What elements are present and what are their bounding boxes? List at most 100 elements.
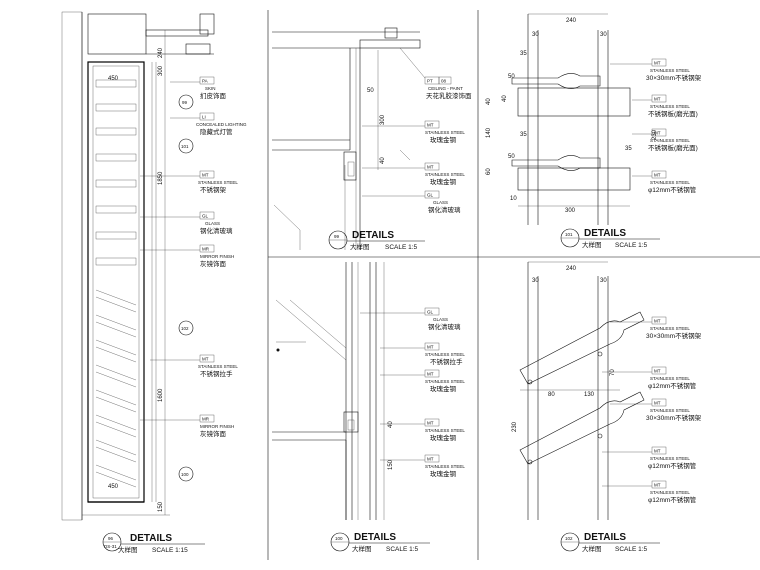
svg-text:MT: MT — [654, 173, 661, 178]
svg-text:150: 150 — [388, 459, 394, 470]
svg-text:天花乳胶漆饰面: 天花乳胶漆饰面 — [426, 91, 472, 100]
svg-text:PA: PA — [202, 79, 208, 84]
svg-text:CEILING - PAINT: CEILING - PAINT — [428, 86, 463, 91]
svg-text:GLASS: GLASS — [205, 221, 220, 226]
svg-text:DETAILS: DETAILS — [354, 532, 396, 543]
detail-100: 40 150 GL GLASS 钢化清玻璃 MT STAINLESS STEEL… — [272, 262, 465, 553]
svg-text:GLASS: GLASS — [433, 317, 448, 322]
panel-frames — [267, 10, 760, 560]
svg-text:MR: MR — [202, 247, 210, 252]
grid-marker-102: 102 — [178, 320, 194, 336]
bottle-lower — [511, 155, 601, 171]
svg-text:STAINLESS STEEL: STAINLESS STEEL — [425, 130, 465, 135]
svg-text:SCALE 1:5: SCALE 1:5 — [385, 244, 418, 251]
callout-mt-101c: MT STAINLESS STEEL 不锈钢板(磨光面) — [632, 128, 698, 152]
svg-text:100: 100 — [335, 536, 343, 541]
svg-text:80: 80 — [548, 392, 555, 398]
svg-text:300: 300 — [565, 208, 576, 214]
svg-text:1850: 1850 — [158, 171, 164, 185]
svg-text:99: 99 — [334, 234, 340, 239]
svg-text:35: 35 — [625, 146, 632, 152]
svg-text:大样图: 大样图 — [582, 240, 602, 249]
svg-text:大样图: 大样图 — [352, 544, 372, 553]
svg-text:STAINLESS STEEL: STAINLESS STEEL — [650, 180, 690, 185]
callout-mt-rack: MT STAINLESS STEEL 不锈钢架 — [140, 170, 238, 194]
svg-text:MT: MT — [654, 449, 661, 454]
svg-text:102: 102 — [181, 326, 189, 331]
svg-text:DETAILS: DETAILS — [352, 230, 394, 241]
svg-text:GLASS: GLASS — [433, 200, 448, 205]
svg-text:30×30mm不锈钢架: 30×30mm不锈钢架 — [646, 413, 702, 422]
svg-text:玫瑰金钢: 玫瑰金钢 — [430, 433, 457, 442]
svg-text:50: 50 — [508, 74, 515, 80]
svg-text:LI: LI — [202, 115, 206, 120]
svg-text:不锈钢架: 不锈钢架 — [200, 185, 227, 194]
svg-text:隐藏式灯管: 隐藏式灯管 — [200, 127, 233, 136]
svg-text:SCALE 1:5: SCALE 1:5 — [386, 546, 419, 553]
svg-text:大样图: 大样图 — [118, 545, 138, 554]
svg-text:钢化清玻璃: 钢化清玻璃 — [428, 205, 461, 214]
callout-mt-102d: MT STAINLESS STEEL φ12mm不锈钢管 — [602, 446, 697, 470]
callout-mt-101d: MT STAINLESS STEEL φ12mm不锈钢管 — [632, 170, 697, 194]
svg-text:30: 30 — [532, 278, 539, 284]
svg-text:钢化清玻璃: 钢化清玻璃 — [200, 226, 233, 235]
svg-text:MT: MT — [654, 369, 661, 374]
svg-text:300: 300 — [158, 65, 164, 76]
svg-text:60: 60 — [486, 168, 492, 175]
callout-mr-1: MR MIRROR FINISH 灰镜饰面 — [140, 244, 234, 268]
svg-text:MT: MT — [427, 421, 434, 426]
svg-text:230: 230 — [512, 421, 518, 432]
svg-text:MT: MT — [654, 319, 661, 324]
callout-mt-102a: MT STAINLESS STEEL 30×30mm不锈钢架 — [610, 316, 702, 340]
detail-102: 240 30 30 80 130 70 230 MT STAINLESS STE… — [512, 261, 702, 553]
svg-text:99: 99 — [182, 100, 188, 105]
svg-text:08: 08 — [441, 79, 447, 84]
callout-mt-102b: MT STAINLESS STEEL φ12mm不锈钢管 — [602, 366, 697, 390]
callout-gl-99: GL GLASS 钢化清玻璃 — [362, 190, 461, 214]
svg-text:大样图: 大样图 — [582, 544, 602, 553]
svg-text:STAINLESS STEEL: STAINLESS STEEL — [425, 428, 465, 433]
svg-text:MT: MT — [202, 173, 209, 178]
svg-text:钢化清玻璃: 钢化清玻璃 — [428, 322, 461, 331]
callout-mt-100d: MT STAINLESS STEEL 玫瑰金钢 — [380, 454, 465, 478]
svg-text:40: 40 — [380, 157, 386, 164]
callout-mt-102c: MT STAINLESS STEEL 30×30mm不锈钢架 — [610, 398, 702, 422]
title-block-99: 99 DETAILS 大样图 SCALE 1:5 — [328, 230, 425, 251]
svg-text:不锈钢拉手: 不锈钢拉手 — [430, 357, 463, 366]
svg-text:GL: GL — [202, 214, 209, 219]
svg-text:DETAILS: DETAILS — [130, 533, 172, 544]
grid-marker-99: 99 — [178, 94, 194, 110]
svg-text:GL: GL — [427, 310, 434, 315]
title-block-101: 101 DETAILS 大样图 SCALE 1:5 — [560, 228, 660, 249]
svg-text:PT: PT — [427, 79, 433, 84]
bottle-rows-upper — [95, 79, 137, 266]
callout-li: LI CONCEALED LIGHTING 隐藏式灯管 — [170, 112, 247, 136]
svg-text:DETAILS: DETAILS — [584, 228, 626, 239]
svg-text:240: 240 — [566, 18, 577, 24]
callout-gl-100: GL GLASS 钢化清玻璃 — [360, 307, 461, 331]
svg-text:SKIN: SKIN — [205, 86, 216, 91]
svg-text:MT: MT — [202, 357, 209, 362]
svg-text:灰镜饰面: 灰镜饰面 — [200, 429, 227, 438]
svg-text:STAINLESS STEEL: STAINLESS STEEL — [650, 68, 690, 73]
svg-text:玫瑰金钢: 玫瑰金钢 — [430, 177, 457, 186]
callout-mt-handle: MT STAINLESS STEEL 不锈钢拉手 — [150, 354, 238, 378]
svg-text:MT: MT — [427, 372, 434, 377]
svg-text:STAINLESS STEEL: STAINLESS STEEL — [650, 138, 690, 143]
plate-upper — [517, 87, 631, 117]
svg-text:SCALE 1:5: SCALE 1:5 — [615, 242, 648, 249]
svg-text:40: 40 — [502, 95, 508, 102]
svg-text:230: 230 — [652, 129, 658, 140]
svg-text:140: 140 — [486, 127, 492, 138]
svg-text:MT: MT — [654, 131, 661, 136]
svg-text:φ12mm不锈钢管: φ12mm不锈钢管 — [648, 185, 697, 194]
svg-text:STAINLESS STEEL: STAINLESS STEEL — [650, 490, 690, 495]
svg-text:96: 96 — [108, 536, 114, 541]
detail-96: 240 300 450 1850 1600 450 150 99 101 102… — [61, 11, 247, 554]
svg-text:1600: 1600 — [158, 388, 164, 402]
svg-text:STAINLESS STEEL: STAINLESS STEEL — [425, 172, 465, 177]
callout-mt-100c: MT STAINLESS STEEL 玫瑰金钢 — [380, 418, 465, 442]
svg-text:玫瑰金钢: 玫瑰金钢 — [430, 384, 457, 393]
title-block-96: 96 DS-31 DETAILS 大样图 SCALE 1:15 — [102, 532, 205, 554]
